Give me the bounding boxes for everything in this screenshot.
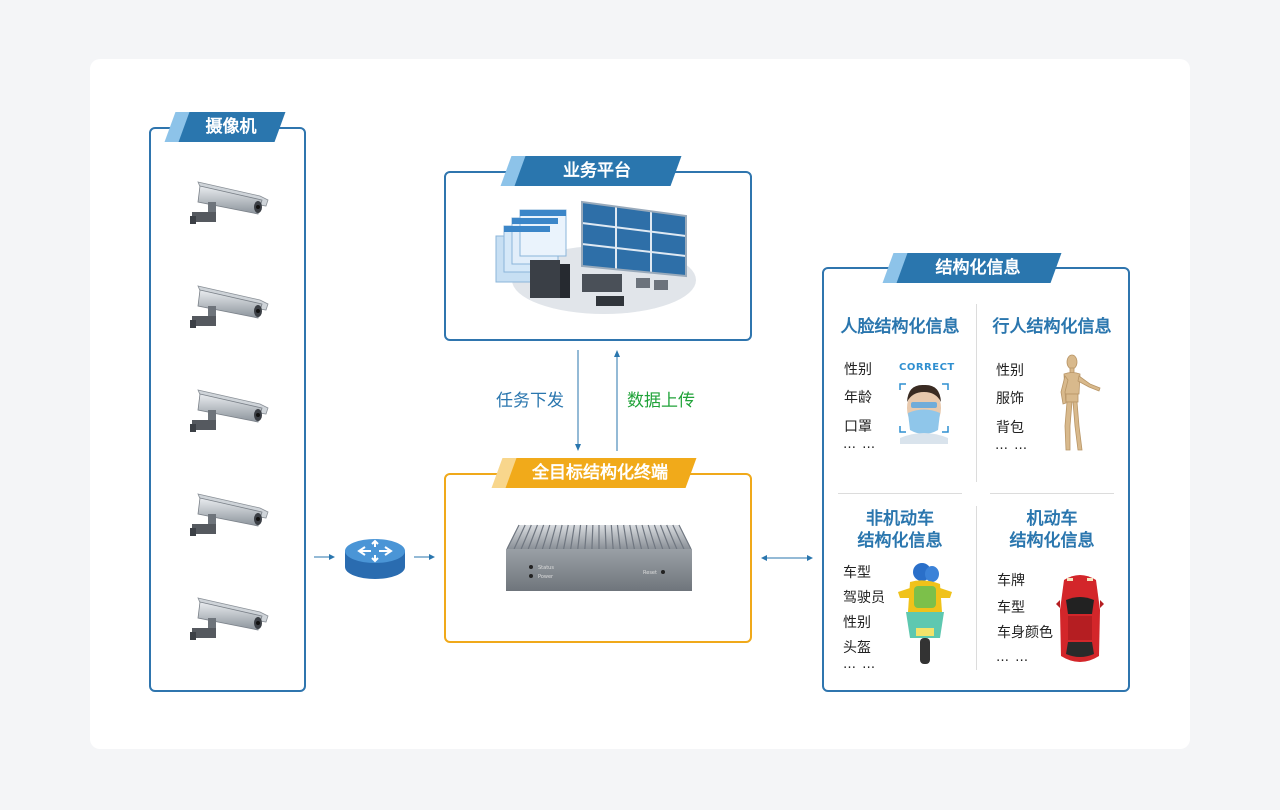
nonmotor-struct-title: 非机动车 结构化信息	[857, 509, 943, 551]
arrow-router-to-terminal	[414, 554, 435, 560]
security-camera-icon	[188, 384, 270, 440]
divider-horizontal-left	[838, 493, 962, 494]
arrow-terminal-struct	[761, 555, 813, 561]
arrow-task-down	[575, 350, 581, 451]
data-upload-label: 数据上传	[627, 391, 695, 411]
terminal-box-title: 全目标结构化终端	[491, 458, 697, 488]
security-camera-icon	[188, 280, 270, 336]
masked-face-icon	[899, 383, 949, 444]
face-more: … …	[843, 437, 877, 452]
face-correct-badge: CORRECT	[899, 362, 955, 373]
platform-box-title: 业务平台	[500, 156, 682, 186]
nonmotor-attr: 头盔	[843, 640, 871, 656]
command-center-illustration	[495, 200, 696, 314]
motor-attr: 车型	[997, 600, 1025, 616]
motor-attr: 车身颜色	[997, 625, 1053, 641]
security-camera-icon	[188, 488, 270, 544]
divider-vertical-top	[976, 304, 977, 482]
motor-more: … …	[996, 650, 1030, 665]
security-camera-icon	[188, 592, 270, 648]
pedestrian-attr: 服饰	[996, 391, 1024, 407]
terminal-device-illustration: Status Power Reset	[506, 524, 692, 591]
divider-vertical-bottom	[976, 506, 977, 670]
wooden-mannequin-icon	[1060, 354, 1101, 451]
motor-attr: 车牌	[997, 573, 1025, 589]
face-attr: 性别	[844, 362, 872, 378]
face-attr: 口罩	[844, 419, 872, 435]
pedestrian-more: … …	[995, 438, 1029, 453]
arrow-data-up	[614, 350, 620, 451]
scooter-rider-icon	[898, 563, 952, 664]
red-car-icon	[1056, 575, 1104, 662]
motor-struct-title: 机动车 结构化信息	[1009, 509, 1095, 551]
camera-box-title: 摄像机	[164, 112, 286, 142]
reset-label: Reset	[643, 570, 657, 576]
struct-info-box-title: 结构化信息	[882, 253, 1062, 283]
nonmotor-attr: 车型	[843, 565, 871, 581]
nonmotor-attr: 驾驶员	[843, 590, 885, 606]
nonmotor-more: … …	[843, 657, 877, 672]
divider-horizontal-right	[990, 493, 1114, 494]
power-label: Power	[538, 574, 554, 580]
status-label: Status	[538, 565, 554, 571]
pedestrian-struct-title: 行人结构化信息	[992, 317, 1112, 337]
pedestrian-attr: 性别	[996, 363, 1024, 379]
face-struct-title: 人脸结构化信息	[840, 317, 960, 337]
arrow-camera-to-router	[314, 554, 335, 560]
security-camera-icon	[188, 176, 270, 232]
nonmotor-attr: 性别	[843, 615, 871, 631]
pedestrian-attr: 背包	[996, 420, 1024, 436]
router-icon	[345, 539, 405, 579]
face-attr: 年龄	[844, 390, 872, 406]
task-dispatch-label: 任务下发	[496, 391, 564, 411]
